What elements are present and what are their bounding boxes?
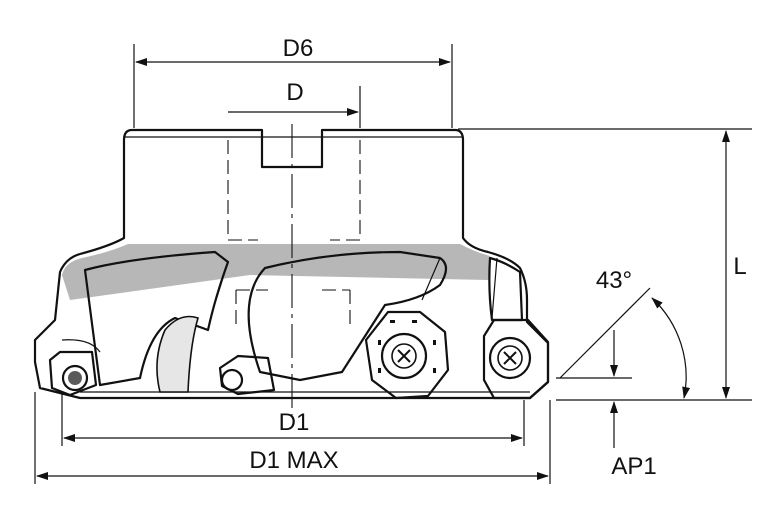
body-detail-edge-1: [215, 261, 229, 301]
label-d1-max: D1 MAX: [249, 447, 338, 474]
label-d: D: [286, 79, 303, 106]
body-shadow: [62, 244, 490, 300]
body-detail-edge-2: [421, 257, 441, 301]
chip-pocket-middle: [247, 250, 448, 382]
insert-octagon-center: [364, 310, 450, 400]
dimension-d: D: [228, 79, 361, 128]
label-l: L: [733, 253, 746, 280]
body-detail-left: [61, 339, 101, 353]
body-detail-edge-3: [491, 257, 498, 319]
cutter-body: [33, 128, 550, 400]
insert-middle-left: [218, 354, 276, 396]
dimension-l: L: [458, 128, 752, 401]
insert-edge-notches: [378, 320, 436, 373]
label-d1: D1: [279, 409, 310, 436]
label-ap1: AP1: [611, 453, 656, 480]
cutter-hub: [33, 128, 550, 400]
dimension-d1: D1: [61, 392, 525, 446]
pocket-highlight: [156, 315, 199, 393]
dimension-d1-max: D1 MAX: [34, 392, 551, 484]
label-d6: D6: [283, 35, 314, 62]
hidden-lines: [227, 140, 361, 330]
label-angle: 43°: [596, 267, 632, 294]
dimension-angle: 43°: [559, 267, 691, 399]
insert-left: [48, 350, 98, 397]
dimension-d6: D6: [133, 35, 453, 128]
insert-octagon-right: [482, 318, 550, 400]
dimension-ap1: AP1: [556, 330, 657, 480]
